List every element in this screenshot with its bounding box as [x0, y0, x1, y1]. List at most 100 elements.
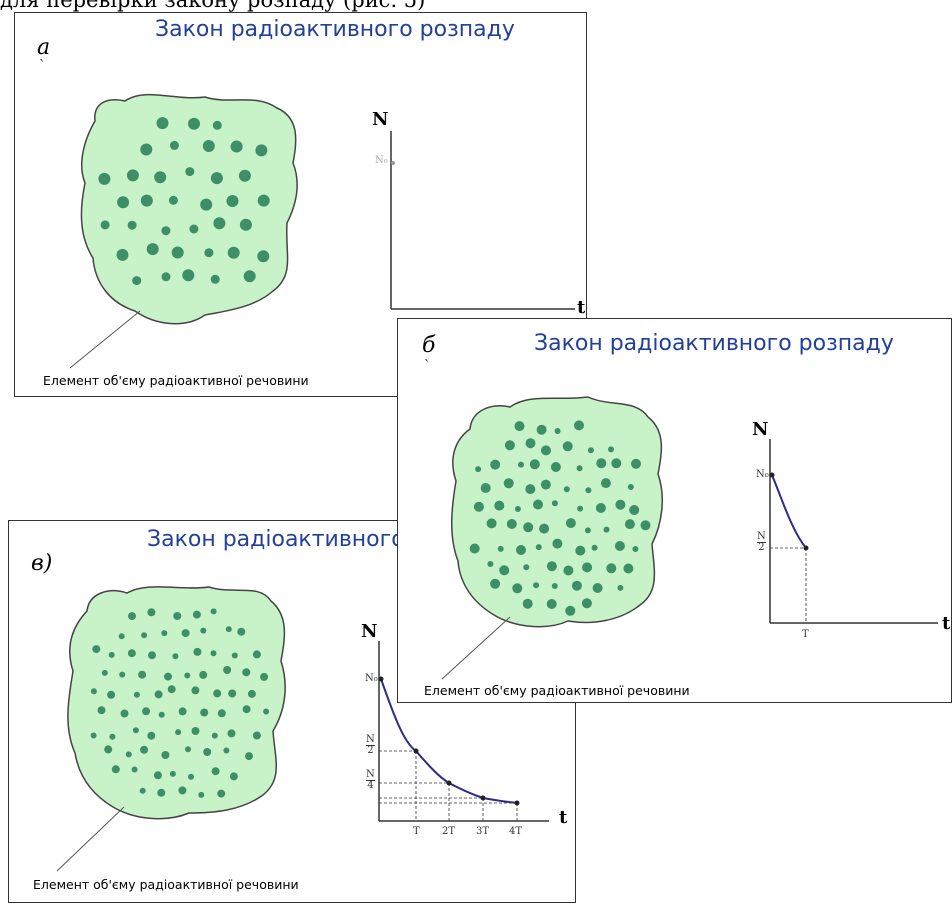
nucleus-dot [541, 445, 551, 456]
nucleus-dot [469, 543, 480, 554]
nucleus-dot [237, 627, 246, 636]
nucleus-dot [550, 462, 561, 472]
slide-b-x-axis-label: t [942, 613, 951, 634]
nucleus-dot [563, 486, 570, 493]
nucleus-dot [518, 461, 524, 468]
nucleus-dot [107, 690, 116, 699]
nucleus-dot [623, 563, 634, 574]
nucleus-dot [90, 688, 97, 695]
nucleus-dot [167, 685, 176, 694]
nucleus-dot [213, 689, 222, 698]
nucleus-dot [212, 120, 222, 130]
nucleus-dot [141, 632, 148, 639]
nucleus-dot [127, 649, 136, 658]
nucleus-dot [506, 519, 517, 529]
nucleus-dot [499, 565, 510, 576]
slide-b-graphic [441, 396, 938, 680]
slide-b-letter: б [422, 333, 436, 358]
nucleus-dot [223, 666, 232, 674]
nucleus-dot [487, 561, 494, 567]
nucleus-dot [128, 612, 136, 621]
nucleus-dot [514, 506, 521, 512]
slide-c-x-tick-4: 4T [509, 826, 523, 837]
slide-b-half-num: N [757, 531, 766, 543]
nucleus-dot [260, 672, 269, 681]
nucleus-dot [111, 765, 120, 774]
nucleus-dot [168, 195, 178, 205]
slide-c-half-den: 2 [367, 745, 374, 756]
nucleus-dot [161, 226, 171, 236]
nucleus-dot [217, 709, 226, 718]
nucleus-dot [117, 196, 130, 209]
slide-b-half-label: N 2 [757, 532, 766, 553]
slide-b-guides [770, 547, 807, 623]
nucleus-dot [252, 650, 261, 659]
slide-c-x-tick-2: 2T [442, 826, 456, 837]
nucleus-dot [615, 499, 626, 510]
nucleus-dot [154, 171, 167, 184]
nucleus-dot [257, 194, 270, 207]
nucleus-dot [608, 446, 614, 453]
nucleus-dot [210, 650, 217, 657]
nucleus-dot [226, 195, 239, 207]
nucleus-dot [158, 711, 165, 718]
nucleus-dot [585, 487, 592, 494]
nucleus-dot [503, 478, 514, 489]
nucleus-dot [243, 270, 256, 283]
slide-c-pointer-line [56, 806, 125, 872]
nucleus-dot [574, 420, 584, 431]
nucleus-dot [164, 672, 172, 681]
nucleus-dot [584, 527, 591, 534]
nucleus-dot [611, 458, 622, 469]
nucleus-dot [139, 787, 146, 794]
nucleus-dot [512, 583, 523, 594]
nucleus-dot [230, 140, 243, 153]
nucleus-dot [231, 652, 238, 659]
nucleus-dot [533, 582, 540, 589]
nucleus-dot [140, 143, 153, 156]
nucleus-dot [211, 767, 220, 776]
top-caption: для перевірки закону розпаду (рис. 5) [0, 0, 620, 14]
nucleus-dot [211, 732, 218, 739]
nucleus-dot [138, 670, 147, 679]
nucleus-dot [223, 747, 230, 754]
nucleus-dot [156, 117, 169, 130]
nucleus-dot [490, 578, 501, 589]
slide-c-guides [379, 750, 518, 821]
nucleus-dot [533, 499, 543, 510]
slide-a-title: Закон радіоактивного розпаду [155, 17, 515, 42]
nucleus-dot [210, 172, 223, 185]
slide-a-pointer-line [69, 310, 141, 369]
slide-a-graphic [69, 93, 575, 369]
nucleus-dot [490, 459, 501, 470]
nucleus-dot [199, 670, 208, 679]
nucleus-dot [504, 440, 515, 451]
nucleus-dot [193, 647, 202, 656]
slide-a-caption: Елемент об'єму радіоактивної речовини [43, 373, 309, 388]
nucleus-dot [480, 483, 491, 493]
nucleus-dot [577, 505, 584, 512]
nucleus-dot [257, 250, 270, 263]
nucleus-dot [631, 458, 641, 469]
slide-a-n0-label: N₀ [375, 155, 388, 166]
nucleus-dot [184, 672, 191, 679]
nucleus-dot [148, 651, 156, 660]
nucleus-dot [132, 727, 139, 734]
slide-b-y-axis-label: N [752, 419, 769, 440]
nucleus-dot [118, 633, 125, 640]
slide-c-n0-label: N₀ [365, 673, 378, 684]
slide-a-x-axis-label: t [577, 297, 586, 318]
slide-c-curve-points [378, 676, 520, 806]
nucleus-dot [551, 500, 558, 507]
slide-a-volume-blob [80, 93, 298, 325]
nucleus-dot [188, 117, 200, 130]
nucleus-dot [565, 518, 576, 529]
slide-a-nuclei [98, 117, 270, 286]
nucleus-dot [142, 707, 151, 716]
slide-b-n0-label: N₀ [756, 469, 769, 480]
slide-b-curve-points [769, 472, 809, 551]
nucleus-dot [516, 545, 526, 555]
nucleus-dot [147, 731, 156, 740]
nucleus-dot [595, 503, 606, 513]
slide-c-quarter-num: N [366, 769, 375, 781]
